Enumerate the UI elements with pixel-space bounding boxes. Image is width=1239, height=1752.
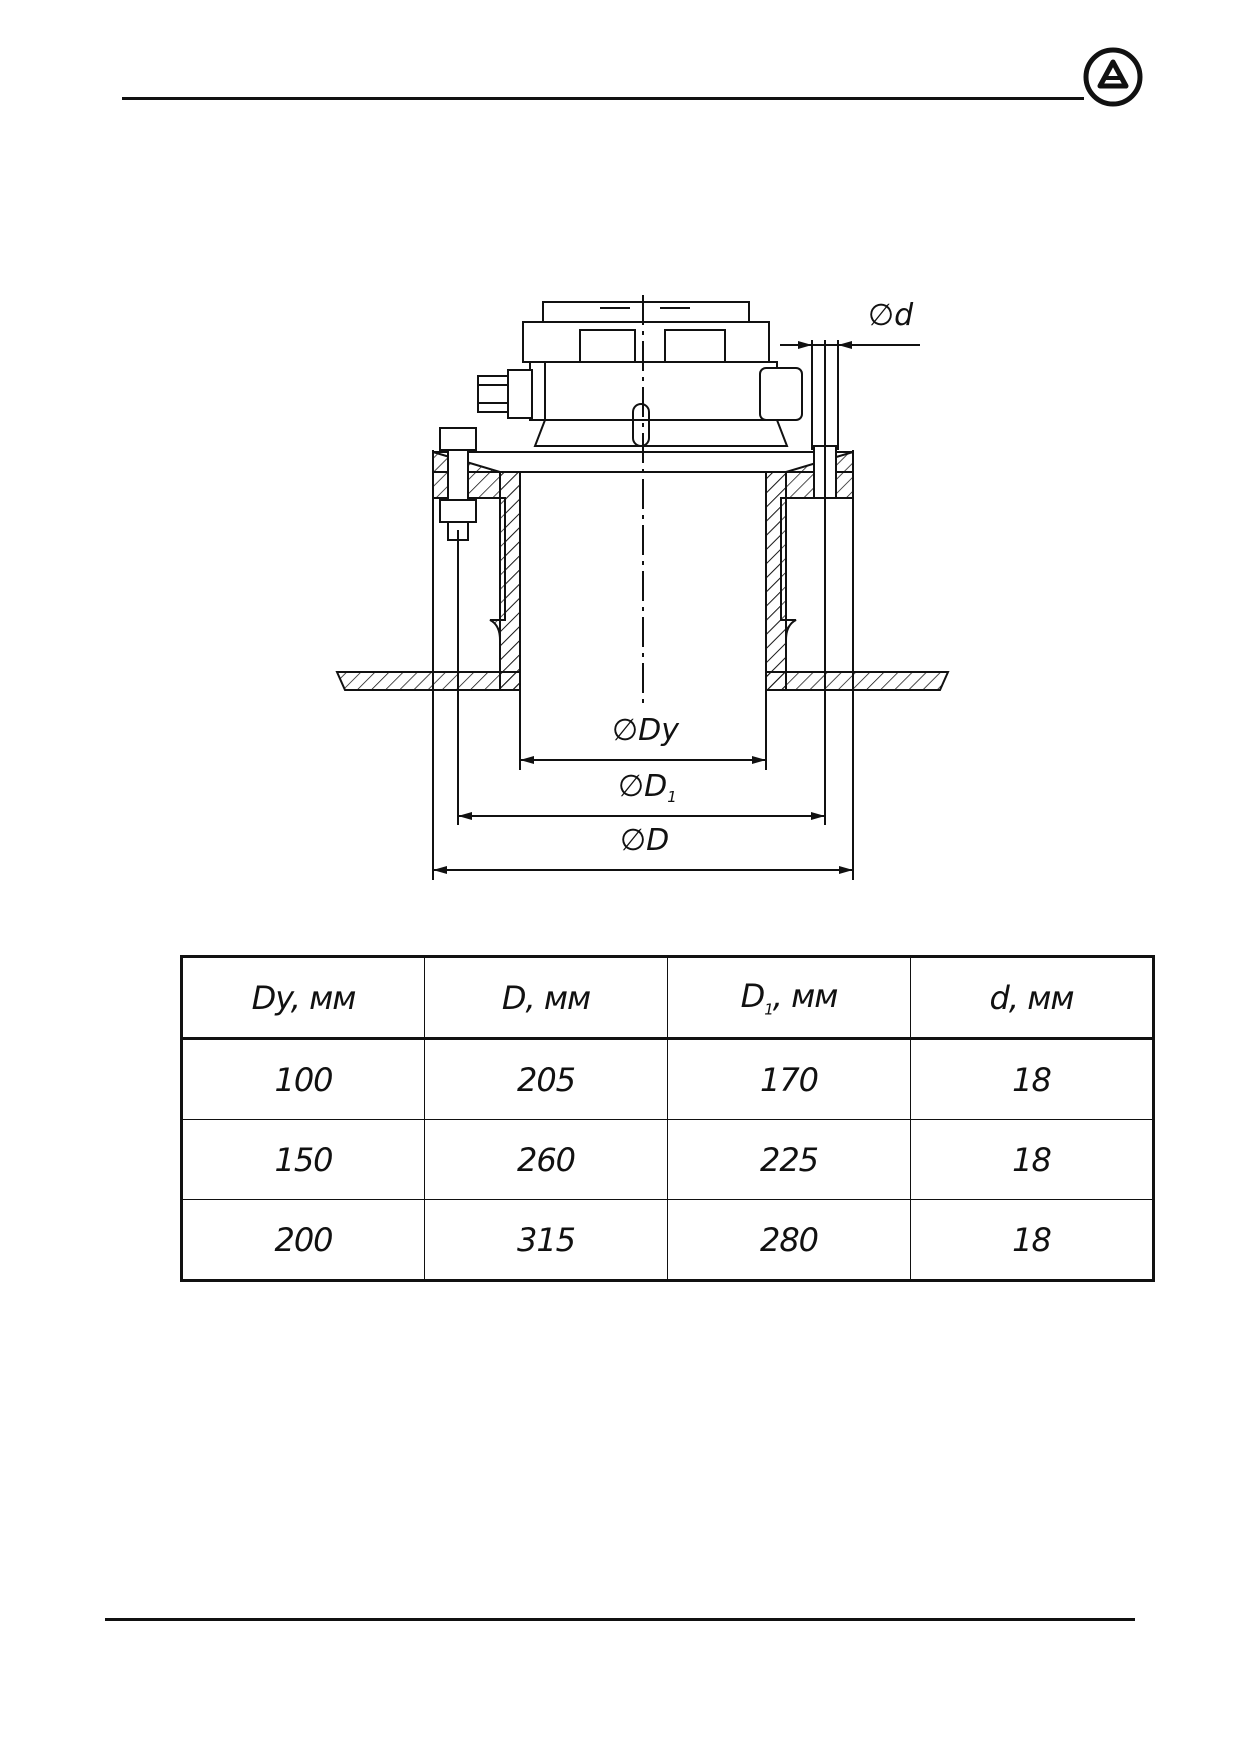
header-rule: [122, 97, 1084, 100]
pipe-wall: [489, 471, 797, 691]
header-dy: Dy, мм: [181, 956, 425, 1040]
header-d1: D1, мм: [667, 956, 911, 1040]
header-d1-sub: 1: [764, 1000, 773, 1019]
cell-dy: 200: [181, 1199, 425, 1281]
table-row: 200 315 280 18: [181, 1199, 1154, 1281]
cell-d: 205: [424, 1038, 668, 1120]
cell-d1: 170: [667, 1038, 911, 1120]
bolt: [439, 427, 477, 541]
footer-rule: [105, 1618, 1135, 1621]
housing-body: [529, 361, 803, 447]
cell-d1: 280: [667, 1199, 911, 1281]
base-plate: [335, 671, 950, 691]
header-d: D, мм: [424, 956, 668, 1040]
cell-dy: 100: [181, 1038, 425, 1120]
dimensions-table: Dy, мм D, мм D1, мм d, мм 100 205 170 18…: [180, 955, 1155, 1282]
table-row: 100 205 170 18: [181, 1038, 1154, 1120]
cell-small-d: 18: [910, 1038, 1154, 1120]
header-d1-tail: , мм: [772, 976, 839, 1015]
label-d: ∅d: [868, 298, 914, 333]
cell-dy: 150: [181, 1119, 425, 1200]
cell-small-d: 18: [910, 1199, 1154, 1281]
company-logo-icon: [1083, 47, 1143, 107]
cell-d: 315: [424, 1199, 668, 1281]
cell-d: 260: [424, 1119, 668, 1200]
cell-small-d: 18: [910, 1119, 1154, 1200]
cell-d1: 225: [667, 1119, 911, 1200]
header-d1-main: D: [740, 976, 766, 1015]
label-d1-sub: 1: [667, 788, 677, 806]
flange-assembly-drawing: ∅d ∅Dy ∅D1 ∅D: [335, 295, 950, 880]
table-row: 150 260 225 18: [181, 1119, 1154, 1200]
table-header-row: Dy, мм D, мм D1, мм d, мм: [181, 956, 1154, 1040]
label-dy: ∅Dy: [612, 713, 680, 748]
header-small-d: d, мм: [910, 956, 1154, 1040]
cable-gland: [477, 369, 533, 419]
housing-cap: [522, 301, 770, 363]
label-d1-main: ∅D: [618, 769, 667, 804]
label-d1: ∅D1: [618, 769, 677, 806]
label-d-outer: ∅D: [620, 823, 669, 858]
